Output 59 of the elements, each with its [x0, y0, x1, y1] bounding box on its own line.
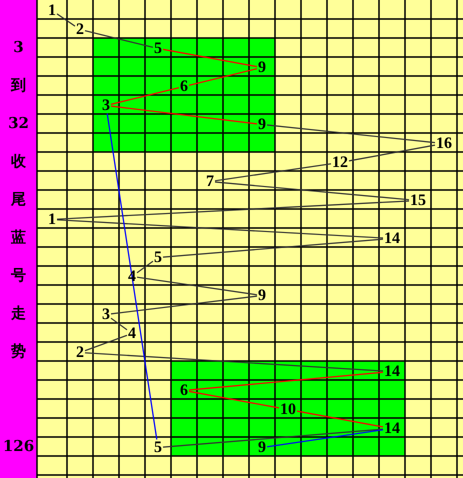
number-label: 3 [101, 98, 111, 114]
number-label: 2 [75, 344, 85, 360]
number-label: 4 [127, 326, 137, 342]
number-label: 5 [153, 40, 163, 56]
trend-line [162, 428, 384, 448]
number-label: 12 [331, 154, 349, 170]
number-label: 10 [279, 402, 297, 418]
trend-line [296, 410, 384, 428]
trend-line [84, 30, 154, 48]
row-label: 32 [7, 114, 30, 133]
number-label: 9 [257, 116, 267, 132]
trend-line [136, 260, 154, 274]
trend-line [162, 48, 258, 68]
trend-line [56, 219, 384, 239]
number-label: 14 [383, 364, 401, 380]
number-label: 14 [383, 420, 401, 436]
trend-line [84, 334, 128, 352]
row-label: 号 [10, 266, 27, 285]
number-label: 1 [47, 2, 57, 18]
row-label: 3 [12, 38, 25, 57]
number-label: 15 [409, 192, 427, 208]
trend-line [110, 296, 258, 314]
number-label: 6 [179, 78, 189, 94]
row-label: 势 [10, 342, 27, 361]
number-label: 2 [75, 22, 85, 38]
trend-line [56, 200, 410, 220]
row-label: 到 [10, 76, 27, 95]
row-label: 126 [2, 437, 36, 456]
trend-line [188, 68, 258, 86]
trend-line [56, 13, 76, 27]
trend-line [110, 106, 258, 124]
number-label: 7 [205, 174, 215, 190]
trend-line [84, 352, 384, 372]
trend-line [266, 429, 384, 448]
trend-line [266, 124, 436, 144]
trend-line [188, 372, 384, 391]
number-label: 16 [435, 136, 453, 152]
trend-line [188, 390, 280, 408]
trend-line [348, 144, 436, 162]
number-label: 1 [47, 212, 57, 228]
row-label: 走 [10, 304, 27, 323]
number-label: 3 [101, 306, 111, 322]
trend-line [214, 163, 332, 182]
number-label: 6 [179, 382, 189, 398]
number-label: 9 [257, 288, 267, 304]
number-label: 5 [153, 440, 163, 456]
trend-line [136, 276, 258, 296]
row-label: 尾 [10, 190, 27, 209]
trend-line [106, 113, 158, 440]
number-label: 5 [153, 250, 163, 266]
row-label: 蓝 [10, 228, 27, 247]
trend-line [214, 181, 410, 200]
trend-line [110, 318, 128, 330]
number-label: 14 [383, 230, 401, 246]
trend-line [110, 87, 180, 105]
trend-line [162, 238, 384, 258]
row-label: 收 [10, 152, 27, 171]
number-label: 9 [257, 60, 267, 76]
number-label: 9 [257, 440, 267, 456]
